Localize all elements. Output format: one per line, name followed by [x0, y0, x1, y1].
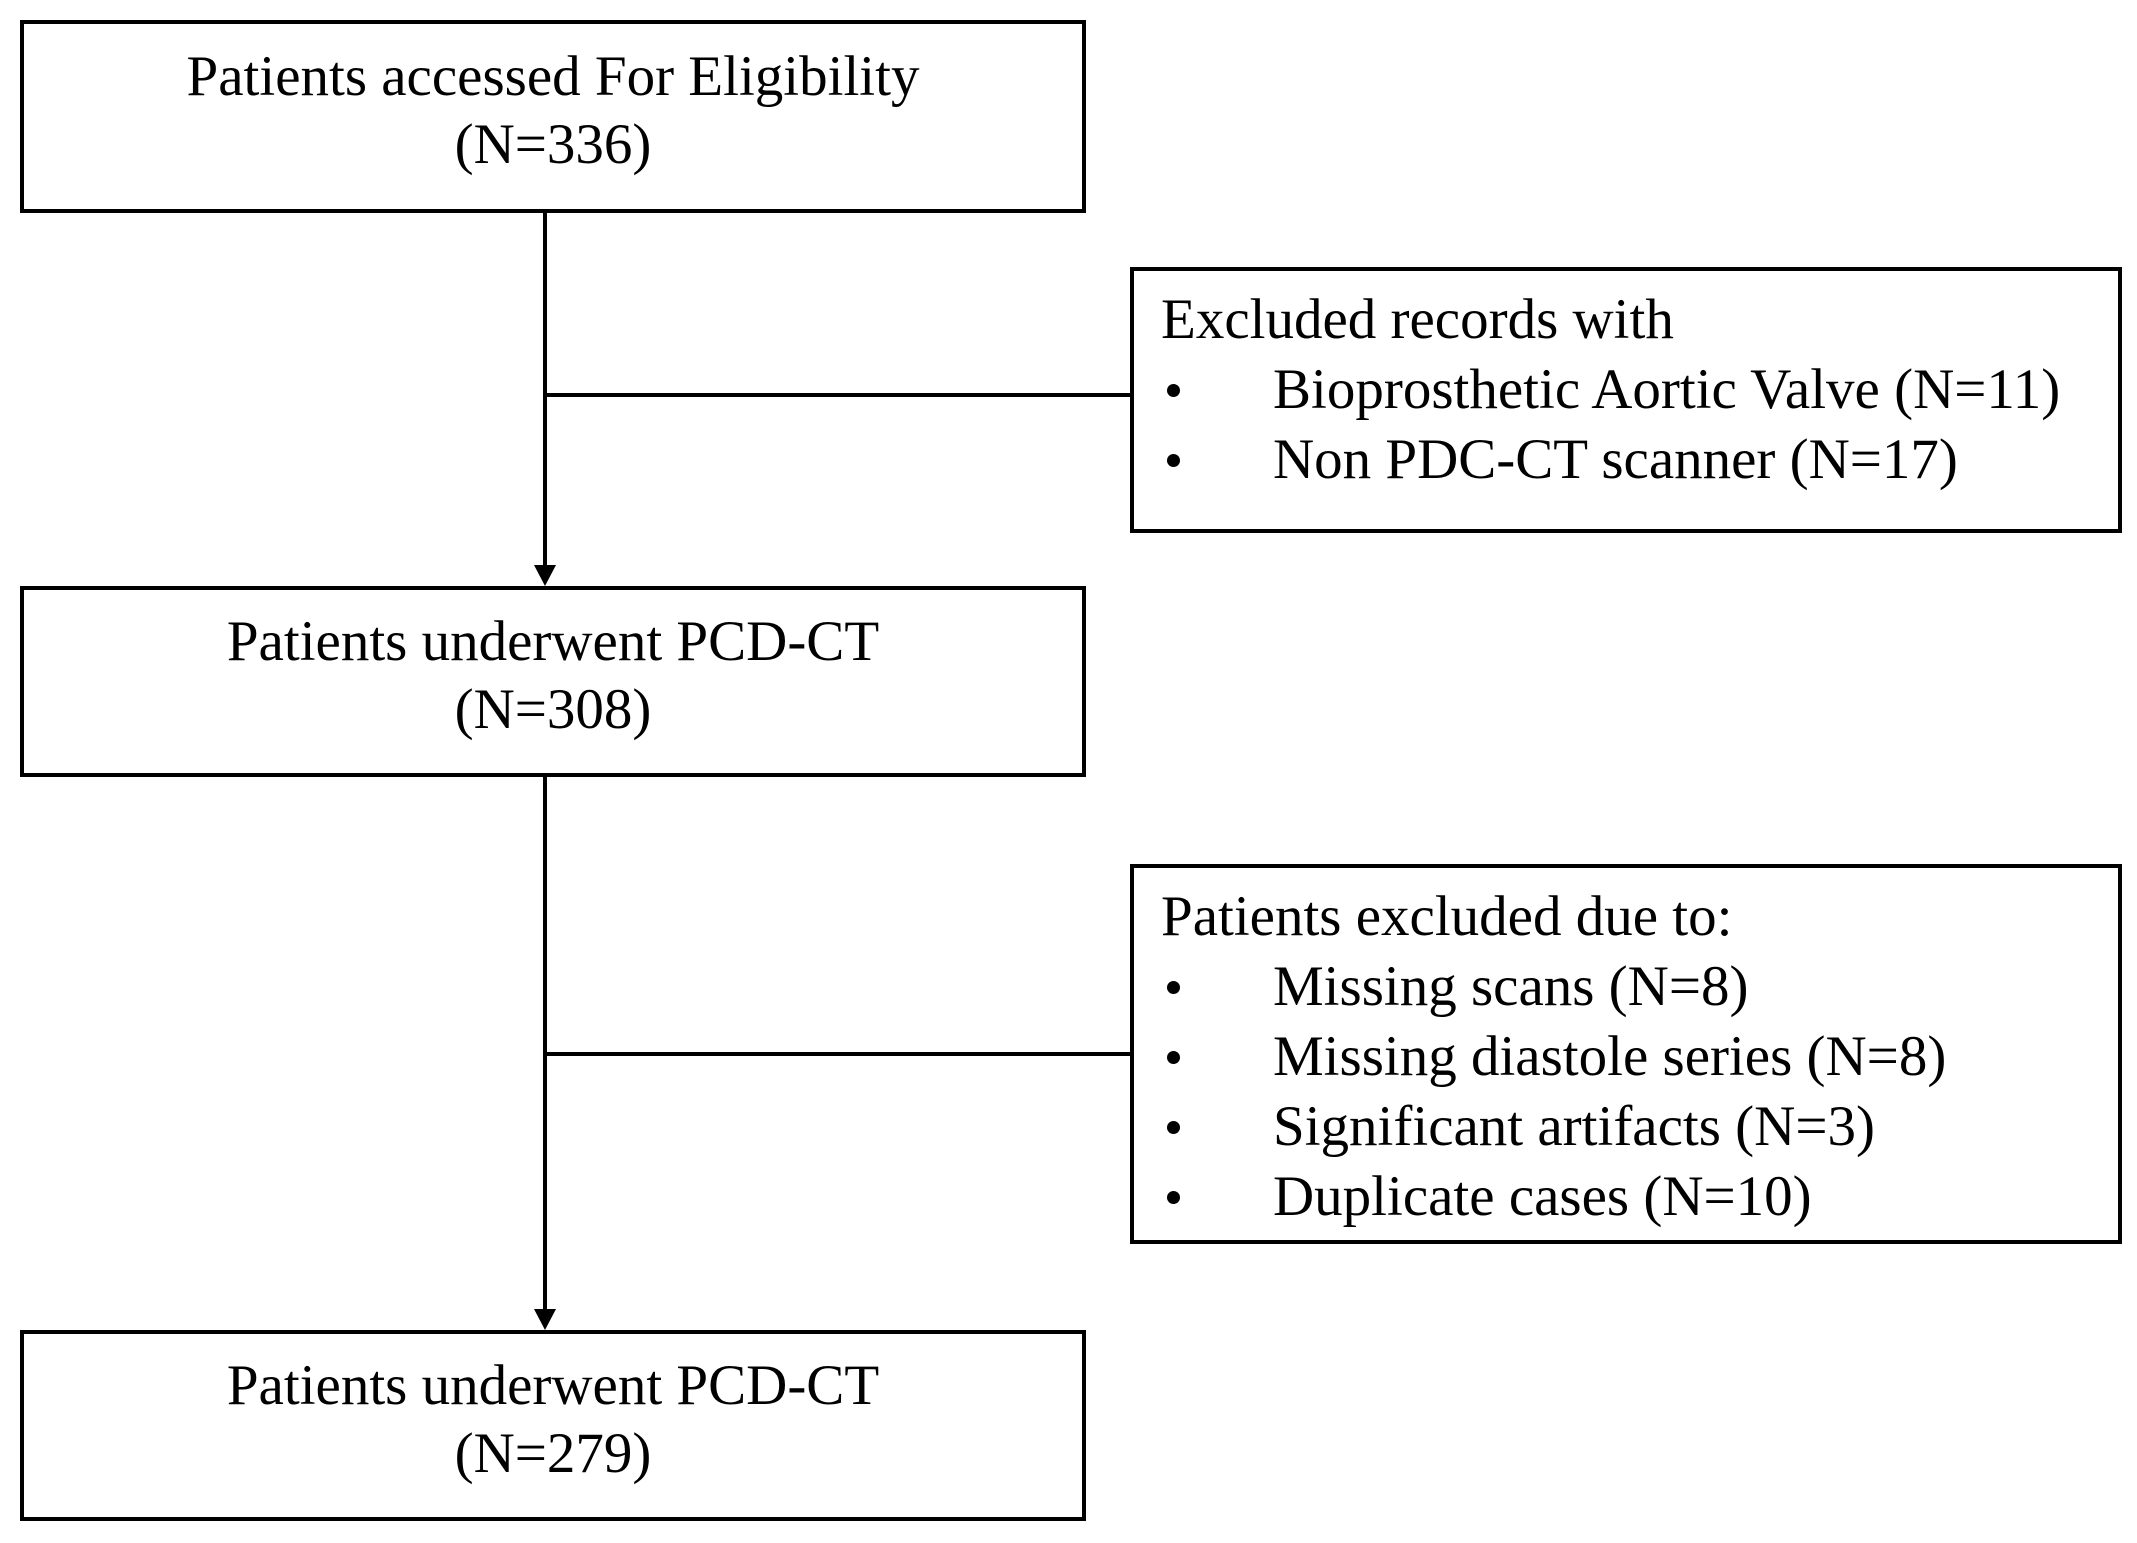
exclusion-patients-heading: Patients excluded due to:	[1161, 885, 1733, 948]
list-item-text: Missing diastole series (N=8)	[1273, 1025, 1947, 1088]
list-item-text: Significant artifacts (N=3)	[1273, 1095, 1875, 1158]
list-item: Significant artifacts (N=3)	[1134, 1092, 2118, 1162]
bullet-icon	[1167, 1051, 1180, 1064]
exclusion-patients-box: Patients excluded due to: Missing scans …	[1130, 864, 2122, 1244]
eligibility-label: Patients accessed For Eligibility	[186, 44, 920, 108]
exclusion-records-box: Excluded records with Bioprosthetic Aort…	[1130, 267, 2122, 533]
arrowhead-final	[534, 1309, 556, 1330]
list-item-text: Duplicate cases (N=10)	[1273, 1165, 1812, 1228]
bullet-icon	[1167, 1191, 1180, 1204]
exclusion-patients-list: Missing scans (N=8) Missing diastole ser…	[1134, 952, 2118, 1232]
final-cohort-label: Patients underwent PCD-CT	[226, 1353, 880, 1417]
bullet-icon	[1167, 384, 1180, 397]
exclusion-records-list: Bioprosthetic Aortic Valve (N=11) Non PD…	[1134, 355, 2118, 495]
pcd-ct-label: Patients underwent PCD-CT	[226, 609, 880, 673]
bullet-icon	[1167, 1121, 1180, 1134]
eligibility-count: (N=336)	[454, 112, 652, 176]
list-item: Missing scans (N=8)	[1134, 952, 2118, 1022]
arrowhead-pcd	[534, 565, 556, 586]
final-cohort-box: Patients underwent PCD-CT (N=279)	[20, 1330, 1086, 1521]
eligibility-box: Patients accessed For Eligibility (N=336…	[20, 20, 1086, 213]
list-item-text: Bioprosthetic Aortic Valve (N=11)	[1273, 358, 2061, 421]
list-item: Missing diastole series (N=8)	[1134, 1022, 2118, 1092]
exclusion-records-heading: Excluded records with	[1161, 288, 1674, 351]
list-item-text: Missing scans (N=8)	[1273, 955, 1749, 1018]
list-item: Duplicate cases (N=10)	[1134, 1162, 2118, 1232]
bullet-icon	[1167, 981, 1180, 994]
pcd-ct-count: (N=308)	[454, 677, 652, 741]
list-item-text: Non PDC-CT scanner (N=17)	[1273, 428, 1958, 491]
list-item: Bioprosthetic Aortic Valve (N=11)	[1134, 355, 2118, 425]
pcd-ct-box: Patients underwent PCD-CT (N=308)	[20, 586, 1086, 777]
bullet-icon	[1167, 454, 1180, 467]
list-item: Non PDC-CT scanner (N=17)	[1134, 425, 2118, 495]
final-cohort-count: (N=279)	[454, 1421, 652, 1485]
